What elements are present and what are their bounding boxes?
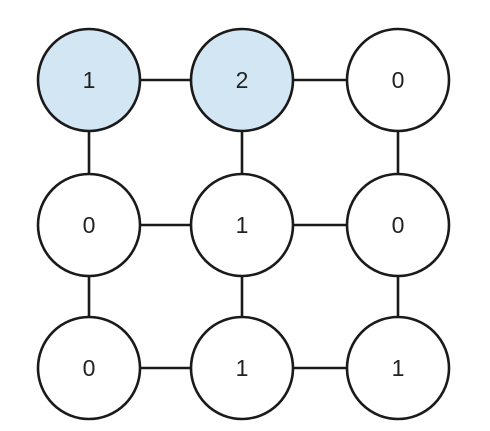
node-label: 0: [392, 212, 405, 238]
node-r2-c1: 1: [189, 315, 295, 421]
node-r2-c2: 1: [345, 315, 451, 421]
node-label: 1: [83, 67, 96, 93]
node-circle: [345, 315, 451, 421]
node-circle: [189, 315, 295, 421]
node-circle: [36, 27, 142, 133]
nodes-layer: 1 2 0 0 1 0 0 1 1: [36, 27, 451, 421]
node-label: 2: [236, 67, 249, 93]
node-r1-c2: 0: [345, 172, 451, 278]
node-r0-c0: 1: [36, 27, 142, 133]
node-circle: [189, 27, 295, 133]
node-circle: [36, 172, 142, 278]
node-r0-c2: 0: [345, 27, 451, 133]
node-circle: [345, 27, 451, 133]
node-label: 1: [236, 355, 249, 381]
node-label: 0: [392, 67, 405, 93]
node-label: 1: [392, 355, 405, 381]
node-label: 0: [83, 355, 96, 381]
node-label: 1: [236, 212, 249, 238]
node-r2-c0: 0: [36, 315, 142, 421]
node-r0-c1: 2: [189, 27, 295, 133]
node-label: 0: [83, 212, 96, 238]
node-circle: [36, 315, 142, 421]
node-r1-c0: 0: [36, 172, 142, 278]
node-circle: [345, 172, 451, 278]
node-circle: [189, 172, 295, 278]
node-r1-c1: 1: [189, 172, 295, 278]
